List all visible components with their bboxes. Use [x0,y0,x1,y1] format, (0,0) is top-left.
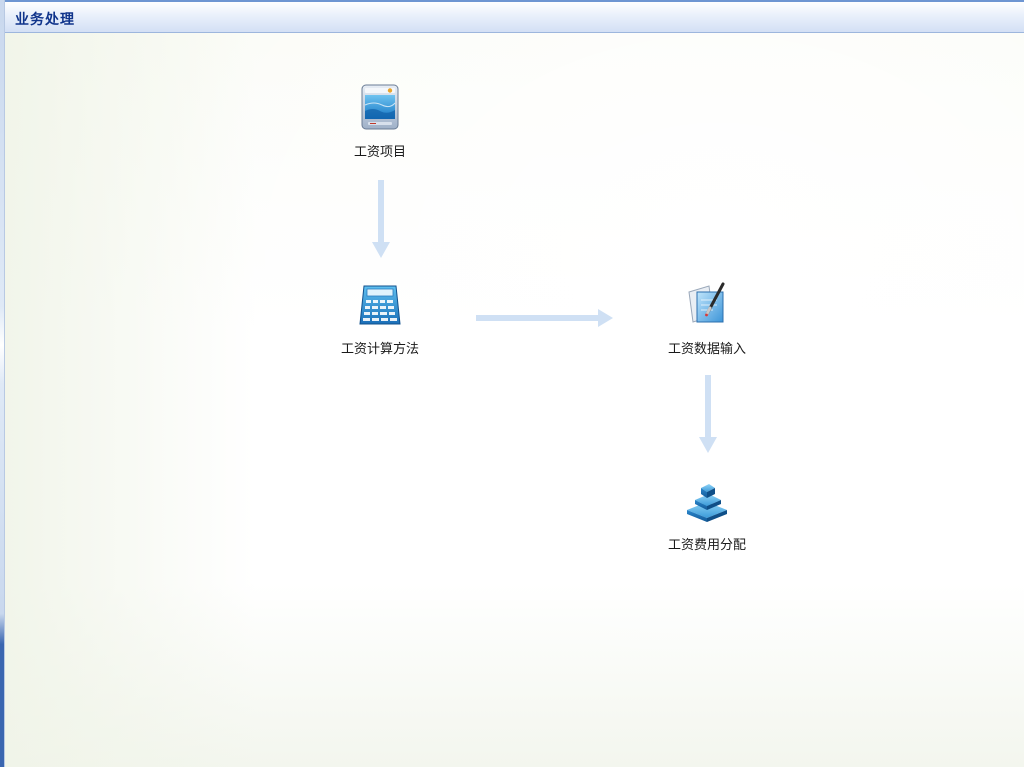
flow-node-salary-cost-allocation[interactable]: 工资费用分配 [637,476,777,553]
document-pen-icon [688,282,725,323]
flow-arrow-down-1 [372,180,390,258]
stacked-blocks-icon [687,484,727,522]
node-label: 工资计算方法 [340,342,419,357]
flow-node-salary-items[interactable]: 工资项目 [310,83,450,160]
flow-canvas: 工资项目 [5,33,1024,767]
panel-title: 业务处理 [15,12,75,28]
node-label: 工资数据输入 [667,342,746,357]
node-label: 工资项目 [353,145,406,160]
salary-card-icon [361,84,399,130]
calculator-icon [359,285,401,325]
left-frame-edge [0,0,5,767]
flow-arrow-down-2 [699,375,717,453]
flow-node-salary-data-input[interactable]: 工资数据输入 [637,280,777,357]
node-label: 工资费用分配 [667,538,746,553]
panel-header: 业务处理 [5,0,1024,33]
flow-arrow-right-1 [476,309,613,327]
flow-node-salary-calc-method[interactable]: 工资计算方法 [310,280,450,357]
